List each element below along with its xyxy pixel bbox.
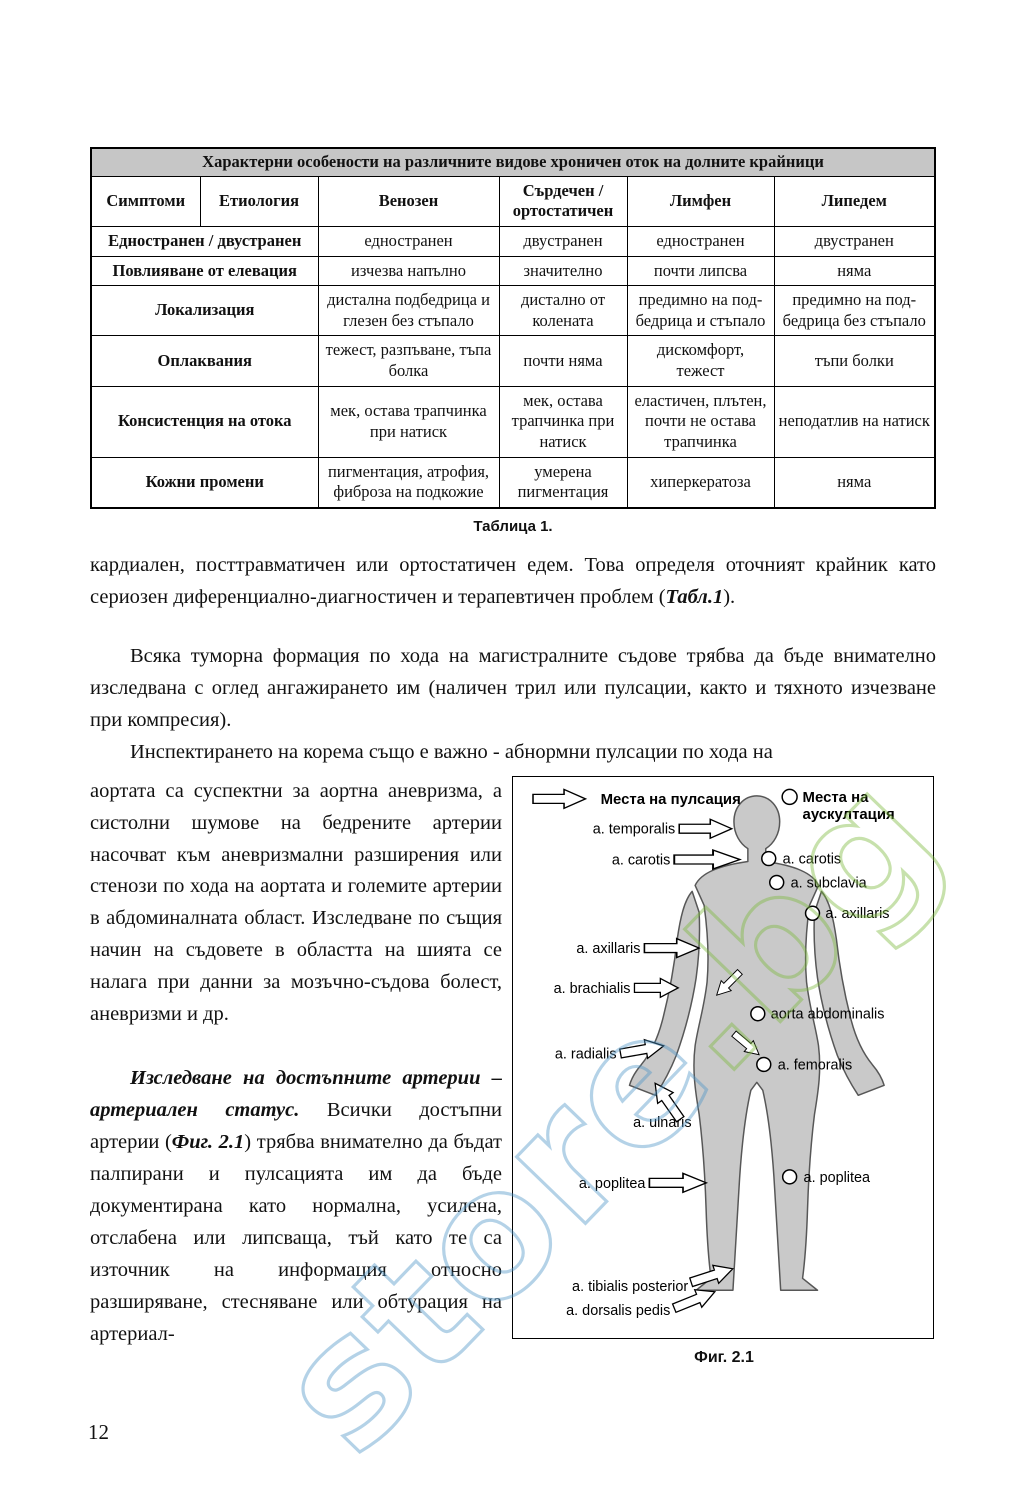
table-header-row: Симптоми Етиология Венозен Сърдечен / ор… <box>90 175 936 227</box>
two-column-section: аортата са суспектни за аортна аневризма… <box>90 775 936 1367</box>
pulsation-arrow-icon <box>648 1172 708 1193</box>
table-title-row: Характерни особености на различните видо… <box>90 147 936 177</box>
table-cell: дискомфорт, тежест <box>626 335 775 387</box>
table-cell: дистална подбедрица и глезен без стъпало <box>317 285 500 337</box>
row-label: Консистенция на отока <box>90 385 319 458</box>
body-paragraph: кардиален, посттравматичен или ортостати… <box>90 550 936 614</box>
table-cell: почти няма <box>498 335 628 387</box>
table-cell: едностранен <box>626 225 775 257</box>
table-cell: еластичен, плътен, почти не остава трапч… <box>626 385 775 458</box>
row-label: Повлияване от елевация <box>90 255 319 287</box>
label-axillaris-left: a. axillaris <box>576 941 640 957</box>
table-cell: хиперкератоза <box>626 456 775 509</box>
label-carotis-right: a. carotis <box>783 851 841 867</box>
table-cell: няма <box>773 456 936 509</box>
paragraph-text: ). <box>723 585 736 608</box>
figure-2-1: Места на пулсация Места на аускултация a… <box>512 775 934 1339</box>
row-label: Оплаквания <box>90 335 319 387</box>
table-reference: Табл.1 <box>665 585 724 608</box>
column-header: Липедем <box>773 175 936 227</box>
auscultation-circle-icon <box>761 850 777 866</box>
text-column: аортата са суспектни за аортна аневризма… <box>90 776 502 1367</box>
table-row: Едностранен / двустранен едностранен дву… <box>90 225 936 257</box>
table-cell: тежест, разпъване, тъпа болка <box>317 335 500 387</box>
human-body-silhouette <box>628 794 885 1291</box>
table-title: Характерни особености на различните видо… <box>90 147 936 177</box>
body-paragraph: Изследване на достъпните артерии – артер… <box>90 1063 502 1351</box>
figure-column: Места на пулсация Места на аускултация a… <box>512 775 936 1367</box>
page-content: Характерни особености на различните видо… <box>90 147 937 1367</box>
body-paragraph: Всяка туморна формация по хода на магист… <box>90 644 936 731</box>
table-cell: предимно на под-бедрица без стъпало <box>773 285 936 337</box>
page-number: 12 <box>88 1420 109 1444</box>
edema-types-table: Характерни особености на различните видо… <box>90 147 937 509</box>
paragraph-text: ) трябва внимателно да бъдат палпирани и… <box>90 1131 502 1346</box>
label-dorsalis-pedis: a. dorsalis pedis <box>566 1303 670 1319</box>
table-cell: предимно на под-бедрица и стъпало <box>626 285 775 337</box>
table-cell: двустранен <box>498 225 628 257</box>
column-header: Лимфен <box>626 175 775 227</box>
paragraph-text: кардиален, посттравматичен или ортостати… <box>90 553 936 608</box>
legend-auscultation-label: аускултация <box>803 806 895 822</box>
row-label: Локализация <box>90 285 319 337</box>
auscultation-circle-icon <box>781 1168 798 1185</box>
section-lead: Изследване на достъпните артерии – артер… <box>90 1067 502 1122</box>
table-cell: изчезва напълно <box>317 255 500 287</box>
figure-reference: Фиг. 2.1 <box>171 1131 245 1154</box>
table-row: Повлияване от елевация изчезва напълно з… <box>90 255 936 287</box>
table-cell: почти липсва <box>626 255 775 287</box>
table-cell: мек, остава трапчинка при натиск <box>317 385 500 458</box>
row-label: Кожни промени <box>90 456 319 509</box>
label-carotis-left: a. carotis <box>612 852 670 868</box>
pulse-points-diagram: Места на пулсация Места на аускултация a… <box>532 788 895 1319</box>
label-tibialis-posterior: a. tibialis posterior <box>572 1279 688 1295</box>
column-header: Венозен <box>317 175 500 227</box>
label-aorta-abdominalis: aorta abdominalis <box>771 1006 885 1022</box>
table-cell: едностранен <box>317 225 500 257</box>
table-cell: значително <box>498 255 628 287</box>
table-cell: мек, остава трапчинка при натиск <box>498 385 628 458</box>
pulsation-arrow-icon <box>678 818 733 839</box>
table-cell: двустранен <box>773 225 936 257</box>
label-poplitea-right: a. poplitea <box>804 1169 871 1185</box>
auscultation-circle-icon <box>768 874 785 890</box>
table-row: Кожни промени пигментация, атрофия, фибр… <box>90 456 936 509</box>
table-row: Оплаквания тежест, разпъване, тъпа болка… <box>90 335 936 387</box>
label-poplitea-left: a. poplitea <box>579 1175 646 1191</box>
legend-auscultation-label: Места на <box>803 789 870 805</box>
label-temporalis: a. temporalis <box>593 821 675 837</box>
label-subclavia: a. subclavia <box>791 875 868 891</box>
pulsation-arrow-icon <box>532 788 587 809</box>
column-header: Симптоми <box>90 175 201 227</box>
auscultation-circle-icon <box>781 788 798 805</box>
label-femoralis: a. femoralis <box>778 1057 852 1073</box>
label-radialis: a. radialis <box>555 1046 617 1062</box>
table-cell: пигментация, атрофия, фиброза на подкожи… <box>317 456 500 509</box>
legend-pulsation-label: Места на пулсация <box>601 791 741 807</box>
paragraph-text: Всички достъпни артерии ( <box>90 1099 502 1154</box>
table-cell: няма <box>773 255 936 287</box>
table-caption: Таблица 1. <box>473 517 553 535</box>
column-header: Етиология <box>199 175 319 227</box>
body-paragraph: Инспектирането на корема също е важно - … <box>130 740 773 763</box>
auscultation-circle-icon <box>804 905 821 921</box>
body-paragraph: аортата са суспектни за аортна аневризма… <box>90 779 502 1026</box>
figure-caption: Фиг. 2.1 <box>694 1348 754 1366</box>
table-row: Локализация дистална подбедрица и глезен… <box>90 285 936 337</box>
table-cell: дистално от колената <box>498 285 628 337</box>
row-label: Едностранен / двустранен <box>90 225 319 257</box>
auscultation-circle-icon <box>750 1005 766 1022</box>
table-cell: умерена пигментация <box>498 456 628 509</box>
table-cell: тъпи болки <box>773 335 936 387</box>
label-brachialis: a. brachialis <box>554 980 631 996</box>
table-cell: неподатлив на натиск <box>773 385 936 458</box>
column-header: Сърдечен / ортостатичен <box>498 175 628 227</box>
table-row: Консистенция на отока мек, остава трапчи… <box>90 385 936 458</box>
label-axillaris-right: a. axillaris <box>825 906 889 922</box>
auscultation-circle-icon <box>756 1056 772 1072</box>
